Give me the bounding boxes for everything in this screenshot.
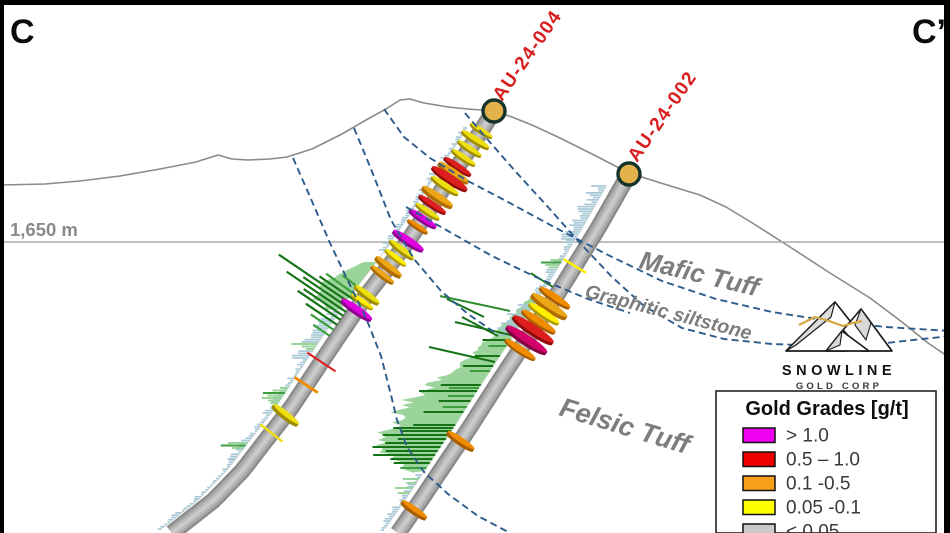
svg-text:GOLD CORP: GOLD CORP: [796, 381, 882, 392]
svg-text:1,650 m: 1,650 m: [10, 219, 78, 240]
svg-text:0.5 – 1.0: 0.5 – 1.0: [786, 450, 860, 471]
svg-text:C: C: [10, 13, 35, 51]
svg-text:0.1 -0.5: 0.1 -0.5: [786, 474, 850, 495]
svg-text:Gold Grades [g/t]: Gold Grades [g/t]: [745, 398, 908, 420]
svg-text:SNOWLINE: SNOWLINE: [782, 363, 896, 379]
svg-text:< 0.05: < 0.05: [786, 522, 839, 533]
svg-text:0.05 -0.1: 0.05 -0.1: [786, 498, 861, 519]
svg-text:C’: C’: [912, 13, 946, 51]
svg-text:> 1.0: > 1.0: [786, 426, 829, 447]
